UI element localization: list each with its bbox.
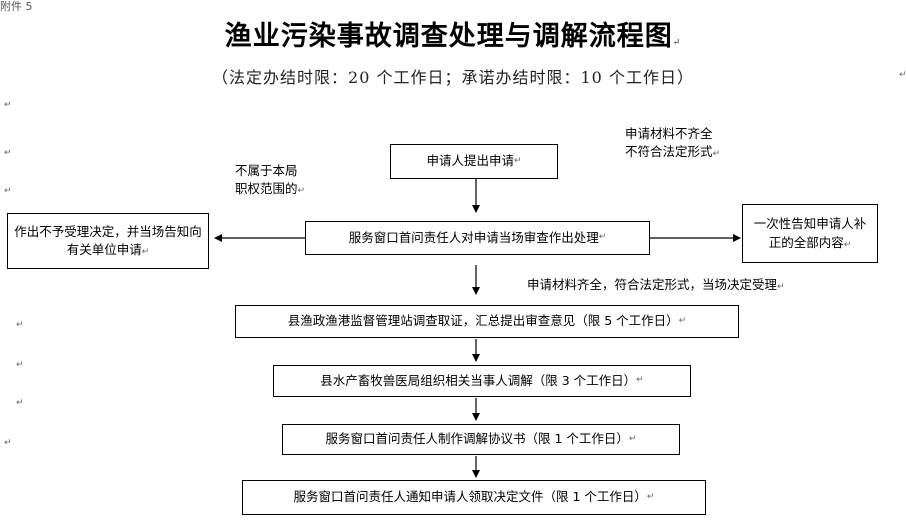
node-mediate: 县水产畜牧兽医局组织相关当事人调解（限 3 个工作日）↵ [273, 365, 691, 397]
node-investigate: 县渔政渔港监督管理站调查取证，汇总提出审查意见（限 5 个工作日）↵ [235, 305, 739, 338]
node-notify-pickup: 服务窗口首问责任人通知申请人领取决定文件（限 1 个工作日）↵ [242, 480, 706, 515]
page-title: 渔业污染事故调查处理与调解流程图↵ [224, 21, 682, 52]
margin-mark: ↵ [16, 360, 24, 370]
note-out-of-scope: 不属于本局 职权范围的↵ [235, 163, 306, 197]
margin-mark: ↵ [16, 398, 24, 408]
note-accepted: 申请材料齐全，符合法定形式，当场决定受理↵ [527, 277, 785, 292]
margin-mark: ↵ [4, 148, 12, 158]
margin-mark: ↵ [4, 438, 12, 448]
note-incomplete: 申请材料不齐全 不符合法定形式↵ [625, 126, 721, 160]
margin-mark: ↵ [4, 186, 12, 196]
node-apply: 申请人提出申请↵ [390, 144, 558, 179]
margin-mark: ↵ [899, 70, 906, 80]
attachment-label: 附件 5 [0, 0, 33, 13]
node-reject: 作出不予受理决定，并当场告知向有关单位申请↵ [7, 213, 209, 269]
node-agreement: 服务窗口首问责任人制作调解协议书（限 1 个工作日）↵ [282, 424, 680, 455]
margin-mark: ↵ [16, 320, 24, 330]
margin-mark: ↵ [4, 100, 12, 110]
page-subtitle: （法定办结时限：20 个工作日；承诺办结时限：10 个工作日） [212, 68, 694, 87]
node-review: 服务窗口首问责任人对申请当场审查作出处理↵ [305, 221, 650, 255]
node-notify-fix: 一次性告知申请人补正的全部内容↵ [742, 204, 878, 263]
